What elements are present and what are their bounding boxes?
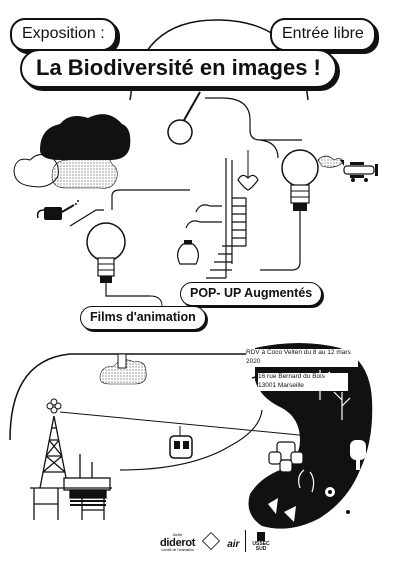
popup-badge: POP- UP Augmentés bbox=[180, 282, 323, 306]
films-badge: Films d'animation bbox=[80, 306, 206, 330]
lightbulb-icon bbox=[86, 222, 126, 283]
cable-car-icon bbox=[169, 426, 193, 459]
flower-icon bbox=[237, 150, 259, 191]
bulb-cord-left bbox=[105, 283, 150, 297]
logo-divider bbox=[245, 530, 247, 552]
watering-can-icon bbox=[36, 200, 79, 220]
entree-label: Entrée libre bbox=[282, 25, 364, 42]
address-line-1: 16 rue Bernard du Bois bbox=[258, 373, 325, 380]
vase-icon bbox=[177, 240, 199, 265]
event-address: 16 rue Bernard du Bois 13001 Marseille bbox=[258, 373, 348, 391]
air-logo: air bbox=[227, 539, 240, 550]
upper-cable bbox=[205, 97, 302, 141]
exposition-badge: Exposition : bbox=[10, 18, 117, 51]
popup-label: POP- UP Augmentés bbox=[190, 286, 313, 300]
ussec-sub: SUD bbox=[255, 546, 267, 552]
smoke-trail bbox=[317, 155, 345, 168]
airplane-icon bbox=[340, 160, 378, 182]
striped-band bbox=[70, 500, 106, 506]
staircase-icon bbox=[185, 158, 247, 279]
ussec-logo: USSEC SUD bbox=[252, 532, 270, 552]
dice-flower-icon bbox=[268, 441, 304, 486]
oil-rig-icon bbox=[30, 415, 112, 520]
entree-libre-badge: Entrée libre bbox=[270, 18, 376, 51]
films-label: Films d'animation bbox=[90, 310, 196, 324]
road-curve bbox=[119, 409, 263, 471]
center-line bbox=[111, 189, 190, 210]
bulb-cord-right bbox=[260, 211, 301, 271]
diderot-name: diderot bbox=[160, 536, 196, 549]
flower-icon bbox=[46, 398, 62, 414]
films-link bbox=[149, 295, 163, 307]
address-line-2: 13001 Marseille bbox=[258, 381, 304, 389]
cable-line bbox=[59, 411, 331, 439]
chimney bbox=[117, 353, 127, 369]
ussec-name: USSEC bbox=[252, 541, 270, 547]
outline-cloud bbox=[13, 154, 59, 188]
event-date: RDV à Coco Velten du 8 au 12 mars 2020 bbox=[246, 349, 358, 367]
dotted-cloud-lower bbox=[99, 359, 147, 385]
diderot-subtitle: comité de l'animation bbox=[161, 547, 194, 552]
magnifier-icon bbox=[167, 91, 201, 145]
left-wire bbox=[69, 209, 104, 227]
diderot-logo: Atelier diderot comité de l'animation bbox=[160, 533, 196, 552]
diderot-small-text: Atelier bbox=[172, 533, 183, 537]
cube-logo-icon bbox=[202, 531, 221, 551]
exposition-label: Exposition : bbox=[22, 25, 105, 42]
title-text: La Biodiversité en images ! bbox=[36, 55, 321, 80]
sponsor-logos: Atelier diderot comité de l'animation ai… bbox=[160, 522, 270, 552]
page-title: La Biodiversité en images ! bbox=[20, 49, 337, 88]
coral-icon bbox=[268, 440, 366, 522]
dotted-cloud bbox=[51, 153, 118, 189]
ussec-mark-icon bbox=[257, 532, 266, 541]
lightbulb-icon bbox=[259, 139, 319, 211]
black-cloud bbox=[40, 114, 131, 160]
